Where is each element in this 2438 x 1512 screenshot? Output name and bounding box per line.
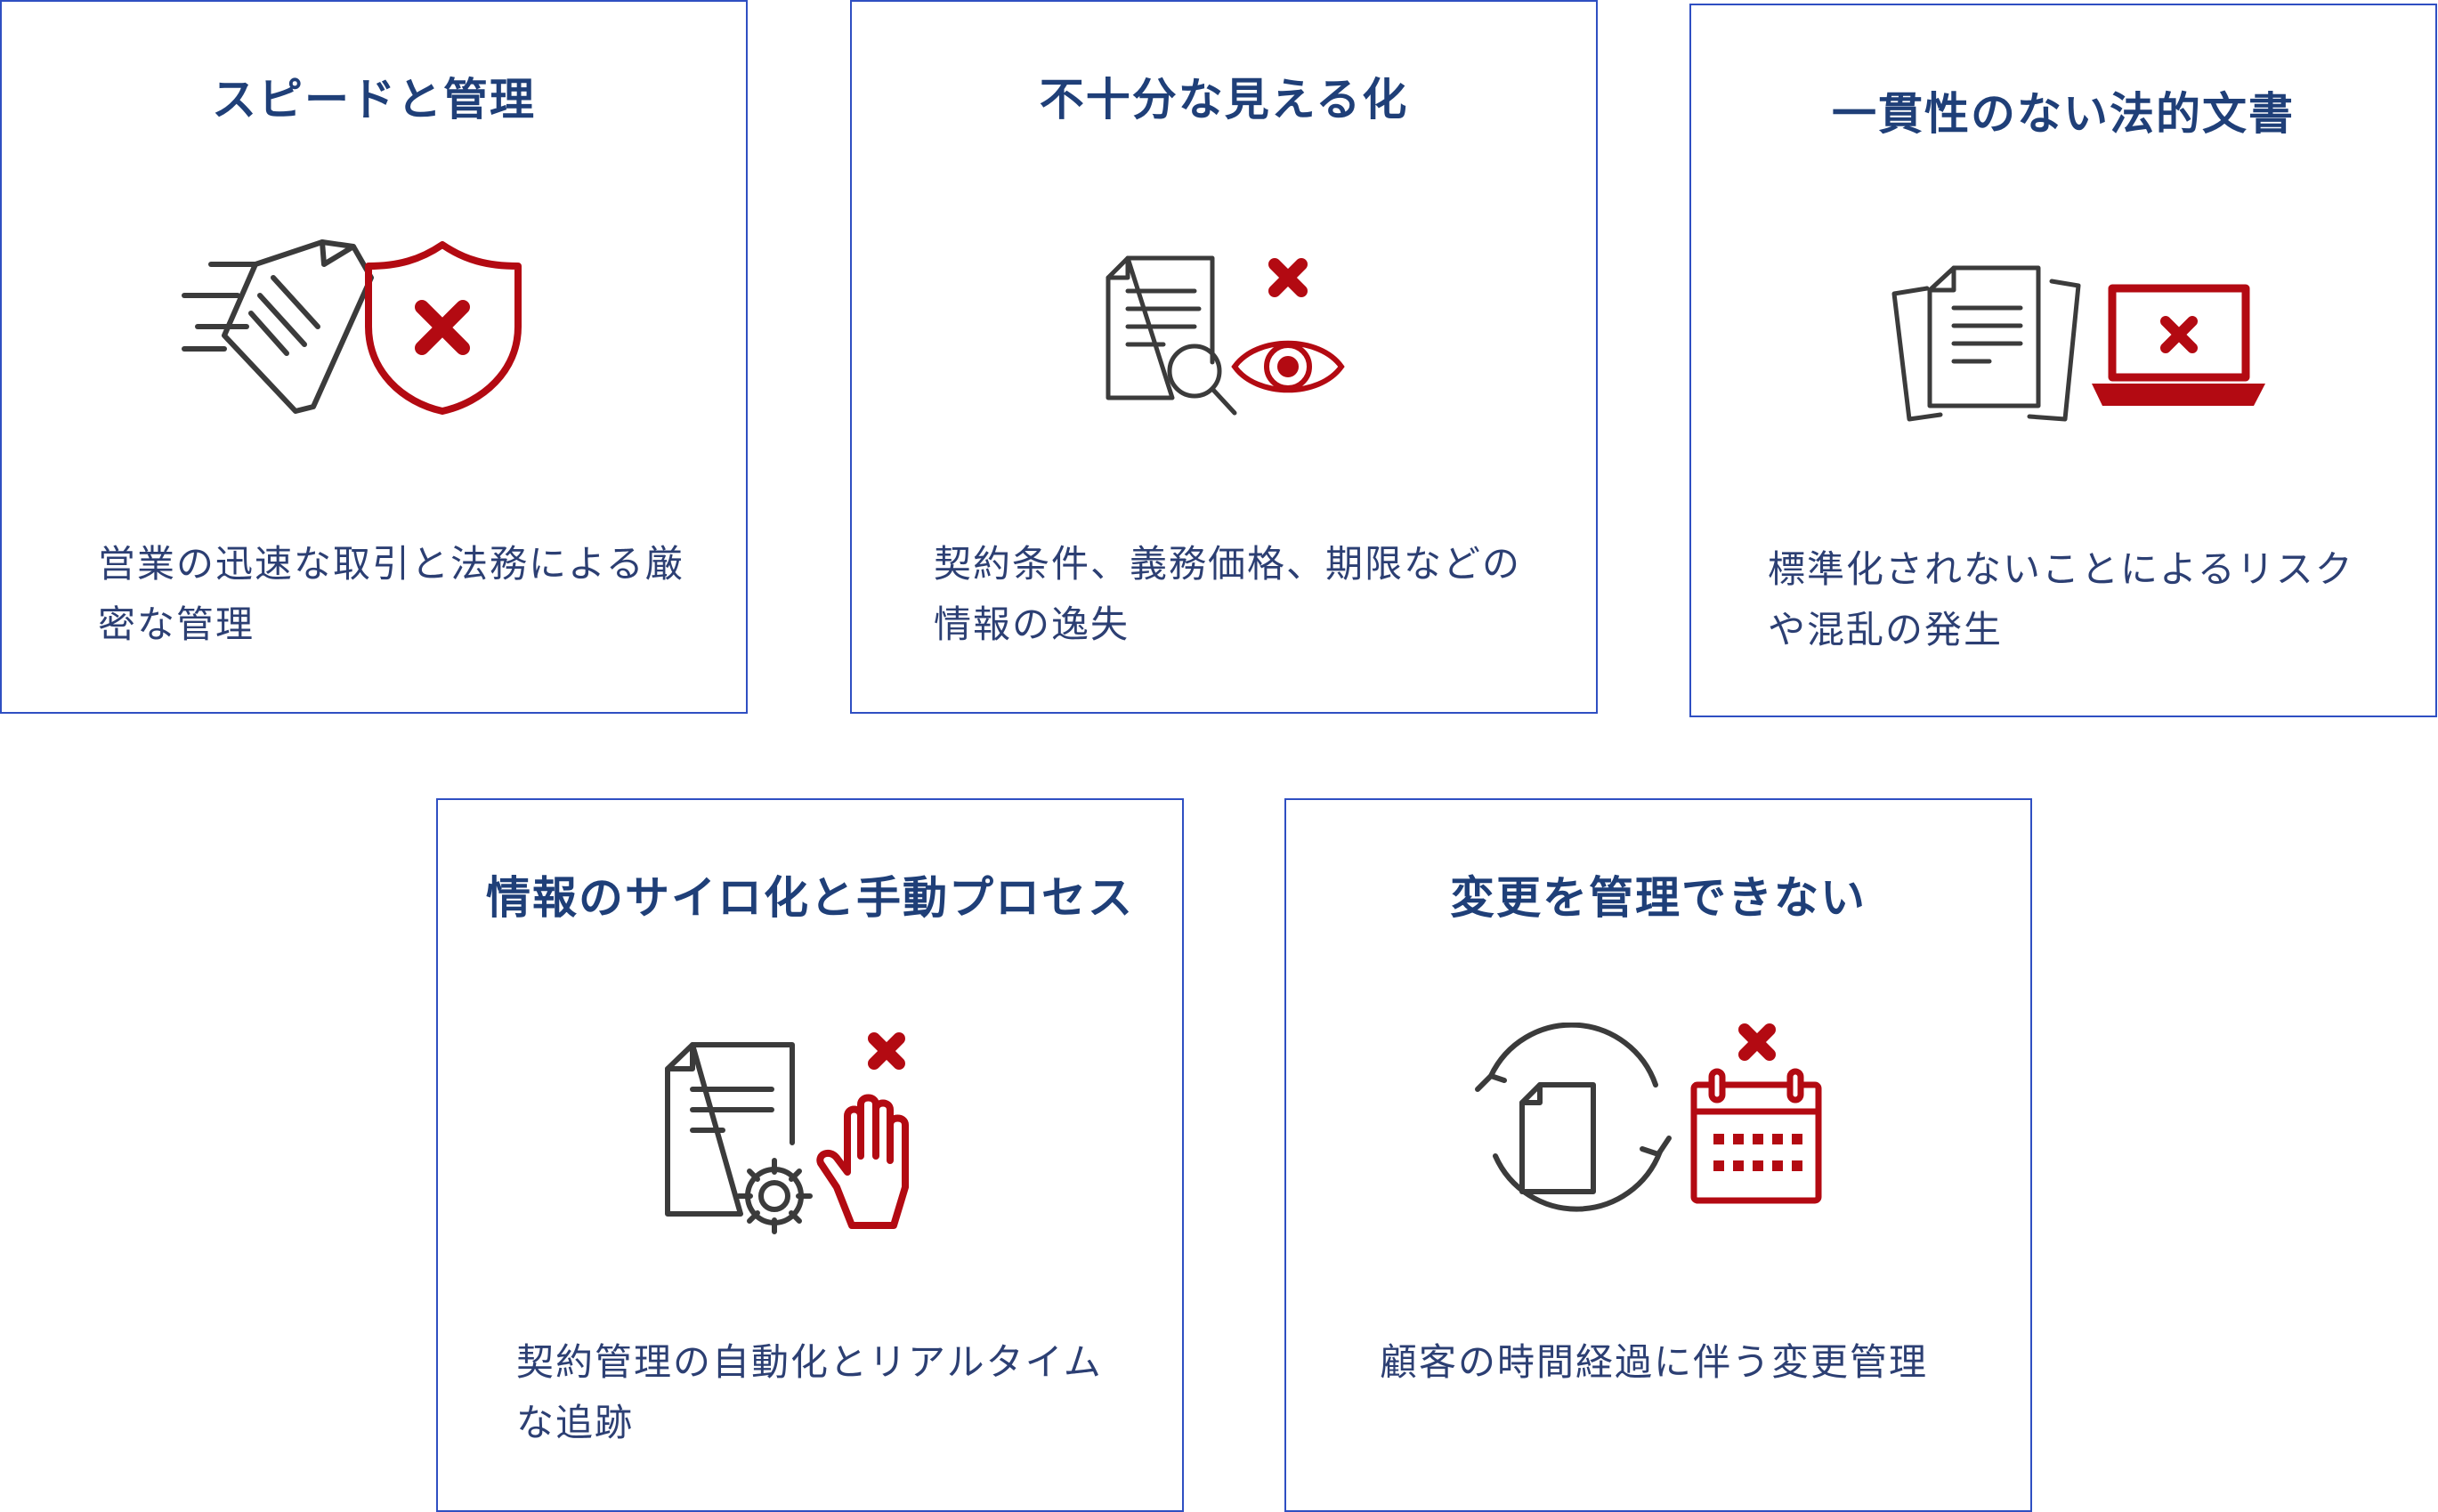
card-cannot-manage-changes: 変更を管理できない [1284, 798, 2032, 1512]
card-title: 情報のサイロ化と手動プロセス [486, 872, 1134, 924]
card-insufficient-visibility: 不十分な見える化 契約条件、義務価格、期限などの情報の逸失 [850, 0, 1598, 714]
document-search-eye-x-icon [1106, 255, 1345, 416]
card-description: 契約条件、義務価格、期限などの情報の逸失 [934, 542, 1522, 646]
documents-laptop-x-icon [1891, 265, 2265, 422]
card-title: 一貫性のない法的文書 [1832, 88, 2295, 140]
card-title: 不十分な見える化 [1039, 74, 1409, 125]
card-description: 標準化されないことによるリスクや混乱の発生 [1768, 547, 2354, 651]
card-title: 変更を管理できない [1450, 872, 1867, 924]
card-silo-manual-process: 情報のサイロ化と手動プロセス 契約管理の自動化とリアルタイムな追跡 [436, 798, 1184, 1512]
document-speed-shield-x-icon [182, 239, 522, 415]
card-description: 営業の迅速な取引と法務による厳密な管理 [98, 542, 684, 646]
card-inconsistent-documents: 一貫性のない法的文書 標準化されないことによるリスクや混乱の発生 [1689, 4, 2437, 717]
card-speed-and-control: スピードと管理 営業の迅速な取引と法務による厳密な管理 [0, 0, 748, 714]
document-gear-hand-x-icon [665, 1032, 909, 1234]
card-description: 契約管理の自動化とリアルタイムな追跡 [516, 1340, 1103, 1444]
card-description: 顧客の時間経過に伴う変更管理 [1380, 1340, 1929, 1384]
card-title: スピードと管理 [212, 74, 536, 125]
document-cycle-calendar-x-icon [1475, 1023, 1822, 1212]
